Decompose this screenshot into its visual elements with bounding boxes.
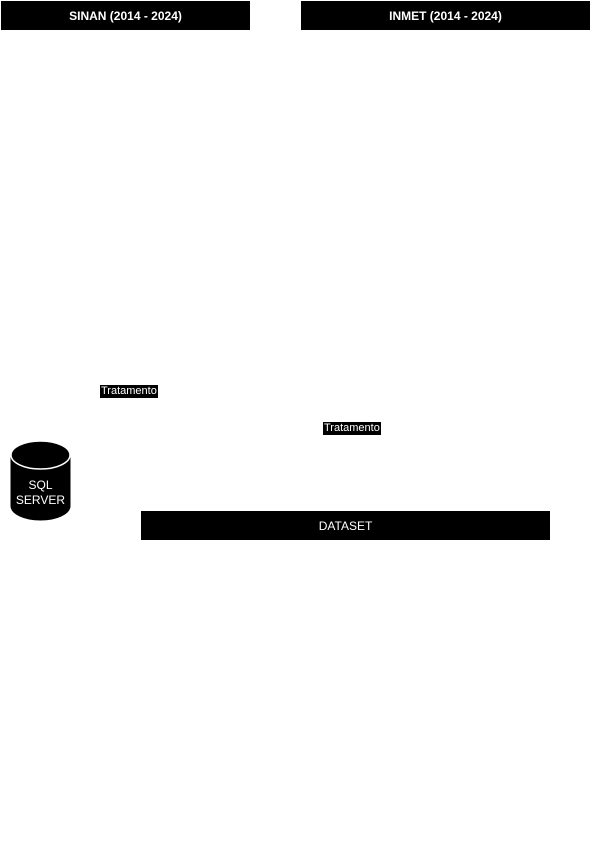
tratamento-label-sinan: Tratamento bbox=[100, 385, 158, 398]
sql-server-database: SQL SERVER bbox=[10, 440, 71, 521]
sql-server-label: SQL SERVER bbox=[15, 478, 66, 507]
dataset-label: DATASET bbox=[318, 518, 373, 533]
sinan-source-box: SINAN (2014 - 2024) bbox=[1, 1, 250, 30]
sinan-source-label: SINAN (2014 - 2024) bbox=[69, 8, 182, 23]
database-cylinder-icon bbox=[10, 440, 71, 521]
tratamento-label-inmet: Tratamento bbox=[323, 422, 381, 435]
dataset-box: DATASET bbox=[141, 511, 550, 540]
inmet-source-label: INMET (2014 - 2024) bbox=[389, 8, 502, 23]
inmet-source-box: INMET (2014 - 2024) bbox=[301, 1, 590, 30]
